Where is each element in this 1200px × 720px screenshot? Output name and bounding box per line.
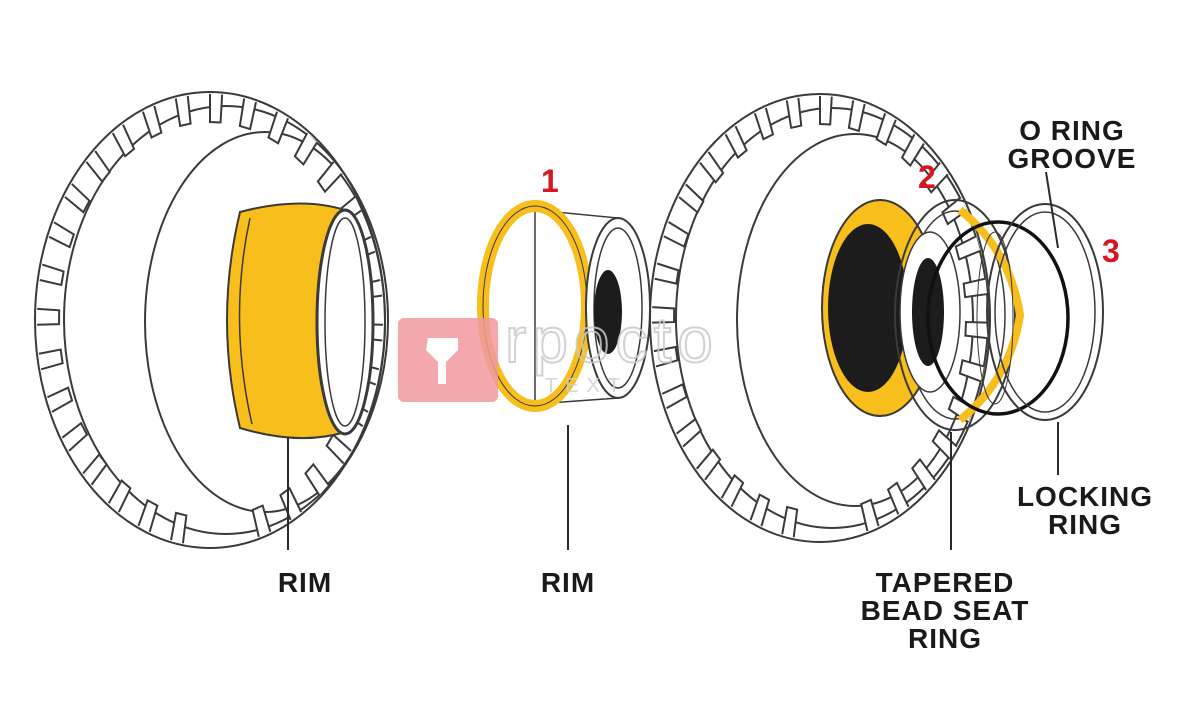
tread-block	[142, 105, 163, 139]
tread-block	[209, 94, 224, 124]
tread-block	[652, 306, 676, 324]
tread-block	[85, 150, 112, 184]
tread-block	[923, 162, 949, 194]
tread-block	[174, 95, 192, 128]
tread-block	[37, 307, 61, 326]
label-locking-line2: RING	[1048, 509, 1122, 540]
svg-text:rpocto: rpocto	[505, 304, 719, 376]
tread-block	[753, 107, 775, 141]
tread-block	[860, 498, 880, 532]
tread-block	[82, 452, 108, 486]
tread-block	[61, 421, 89, 452]
leader-lines	[287, 171, 1059, 550]
watermark-logo: rpocto TEXT	[398, 303, 719, 402]
label-rim-left: RIM	[278, 567, 332, 598]
label-locking-line1: LOCKING	[1017, 481, 1153, 512]
tread-block	[304, 462, 330, 496]
step-number-3: 3	[1102, 233, 1120, 269]
tread-block	[653, 345, 679, 368]
step-number-2: 2	[918, 159, 936, 195]
tread-block	[663, 221, 690, 248]
step-number-1: 1	[541, 163, 559, 199]
tread-block	[720, 473, 745, 508]
tread-block	[675, 417, 703, 448]
tread-block	[38, 348, 64, 371]
tread-block	[847, 100, 866, 133]
tread-block	[911, 457, 936, 491]
tapered-bead-seat-ring	[894, 199, 1025, 431]
tread-block	[316, 161, 343, 194]
tread-block	[954, 235, 981, 261]
tread-block	[238, 98, 257, 131]
tread-block	[107, 479, 132, 513]
tread-block	[251, 504, 272, 538]
label-tapered-line2: BEAD SEAT	[861, 595, 1030, 626]
tread-block	[962, 277, 988, 299]
tread-block	[170, 511, 188, 544]
tread-block	[695, 448, 722, 481]
tread-block	[267, 111, 289, 145]
tread-block	[39, 263, 65, 287]
tread-block	[325, 433, 352, 465]
tread-block	[678, 183, 705, 214]
tread-block	[724, 125, 748, 160]
tread-block	[47, 386, 74, 413]
tread-block	[749, 493, 771, 527]
center-rim	[477, 200, 651, 412]
tread-block	[900, 133, 925, 168]
tread-block	[48, 221, 76, 249]
tread-block	[699, 151, 725, 184]
tread-block	[886, 481, 910, 515]
right-tire	[649, 93, 991, 543]
tread-block	[654, 262, 680, 285]
tread-block	[819, 96, 833, 126]
label-rim-center: RIM	[541, 567, 595, 598]
tread-block	[875, 113, 897, 147]
locking-ring	[976, 203, 1104, 421]
tread-block	[781, 505, 799, 538]
tread-block	[958, 359, 985, 383]
tread-block	[111, 124, 136, 158]
tread-block	[661, 382, 688, 410]
tread-block	[64, 183, 91, 214]
tread-block	[293, 132, 318, 167]
label-tapered-line1: TAPERED	[876, 567, 1015, 598]
label-tapered-line3: RING	[908, 623, 982, 654]
o-ring	[926, 220, 1070, 416]
tread-block	[137, 498, 159, 533]
label-o-ring-line2: GROOVE	[1008, 143, 1137, 174]
svg-text:TEXT: TEXT	[545, 375, 628, 397]
tread-block	[785, 97, 803, 130]
label-o-ring-line1: O RING	[1019, 115, 1125, 146]
left-rim	[226, 202, 375, 440]
tread-block	[279, 486, 303, 521]
